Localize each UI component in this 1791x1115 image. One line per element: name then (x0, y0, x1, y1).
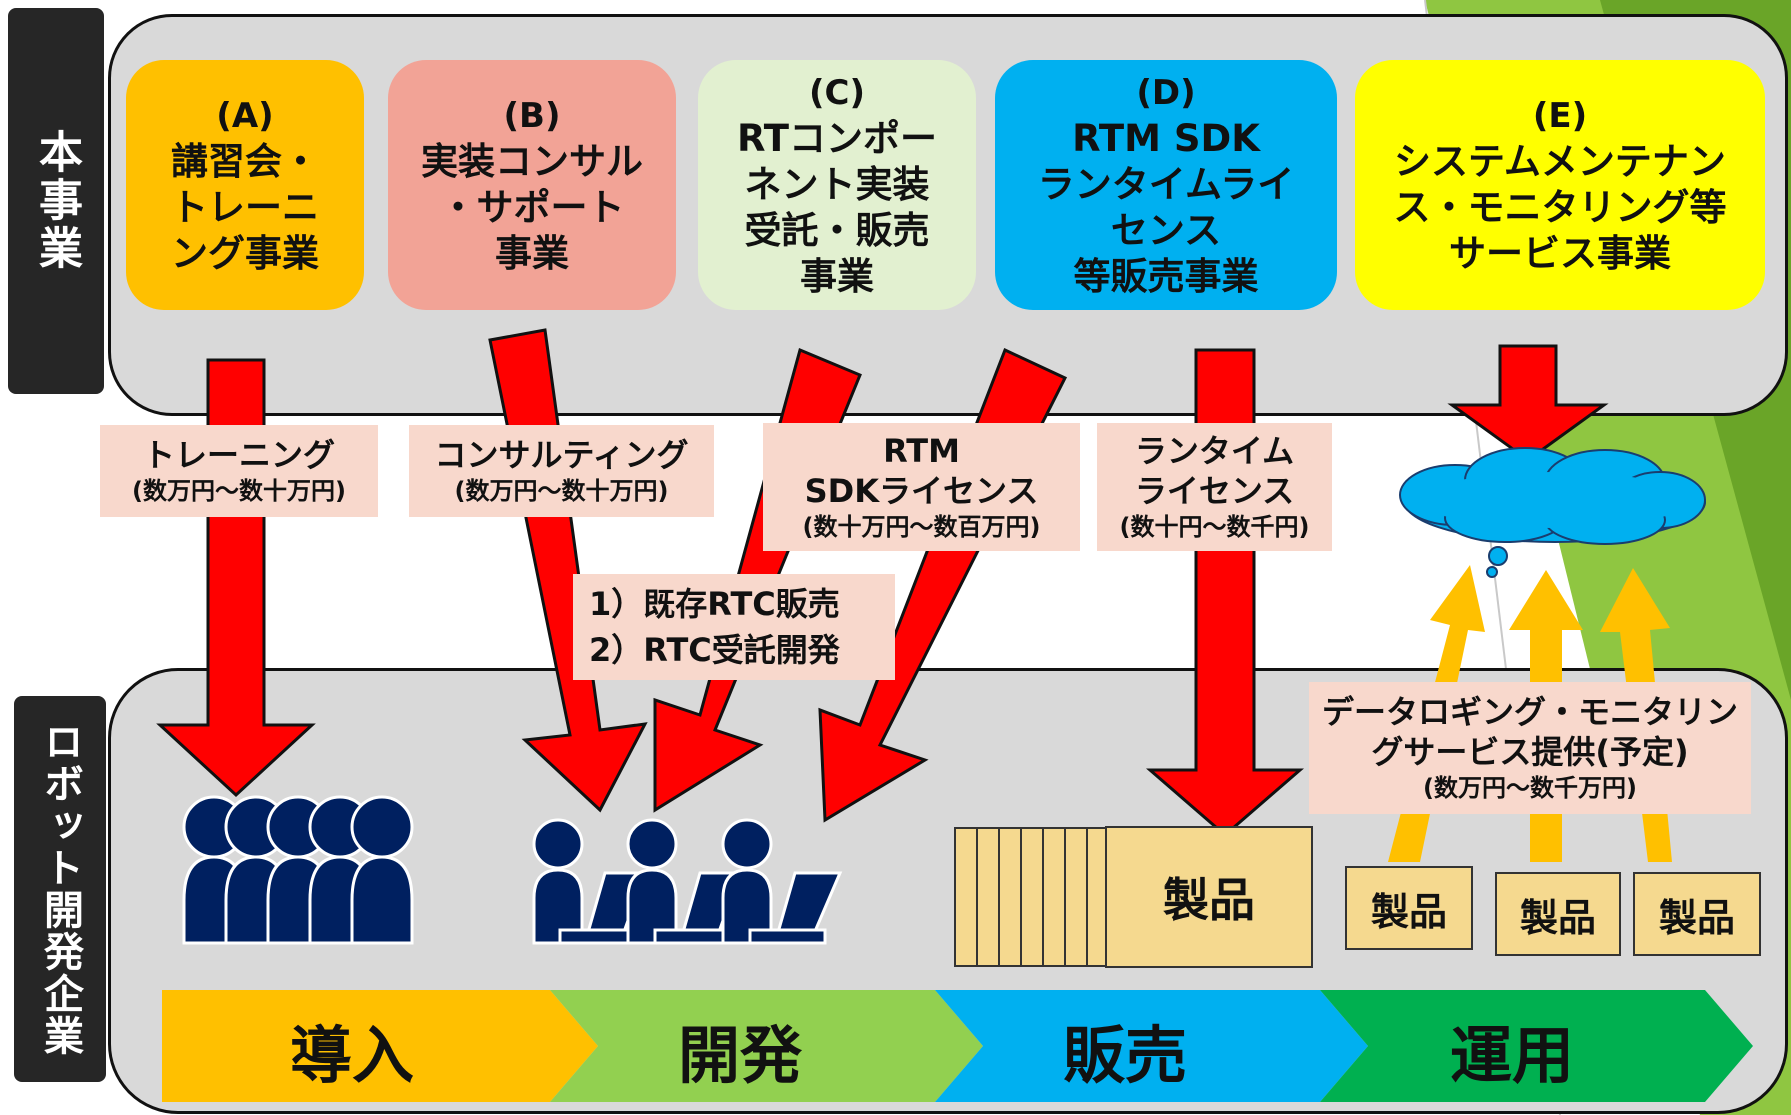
revenue-price: (数十円～数千円) (1119, 513, 1310, 541)
revenue-price: (数万円～数十万円) (454, 477, 669, 505)
revenue-title: RTM (883, 432, 960, 470)
cloud-icon (1399, 447, 1706, 578)
rtc-note-line-2: 2）RTC受託開発 (589, 631, 840, 669)
phase-arrow-sales (935, 990, 1368, 1102)
business-line: システムメンテナン (1394, 140, 1726, 183)
business-line: 受託・販売 (744, 209, 930, 252)
side-label-bottom: ロボット開発企業 (14, 696, 106, 1082)
business-line: ・サポート (439, 186, 625, 229)
revenue-price: (数十万円～数百万円) (802, 513, 1041, 541)
side-label-top: 本事業 (8, 8, 104, 394)
business-code: (D) (1136, 73, 1196, 113)
revenue-price: (数万円～数十万円) (132, 477, 346, 505)
revenue-title: ライセンス (1134, 472, 1295, 510)
phase-arrow-ops (1320, 990, 1753, 1102)
business-c: (C)RTコンポーネント実装受託・販売事業 (698, 60, 976, 310)
phase-label-ops: 運用 (1450, 1019, 1575, 1092)
revenue-consulting: コンサルティング (数万円～数十万円) (409, 425, 714, 517)
revenue-title: コンサルティング (434, 436, 689, 474)
arrow-service (1447, 344, 1609, 462)
revenue-title: トレーニング (142, 436, 335, 474)
arrow-training (156, 358, 316, 798)
business-code: (B) (503, 96, 561, 136)
business-line: 等販売事業 (1073, 255, 1259, 298)
arrow-runtime (1145, 348, 1305, 837)
phase-label-intro: 導入 (290, 1019, 415, 1092)
business-line: ス・モニタリング等 (1393, 186, 1727, 229)
business-line: RTM SDK (1072, 117, 1260, 160)
rtc-note: 1）既存RTC販売 2）RTC受託開発 (573, 574, 895, 680)
developers-icon (532, 818, 843, 945)
business-line: センス (1110, 209, 1222, 252)
product-small-3: 製品 (1633, 872, 1761, 956)
business-line: 事業 (495, 232, 569, 275)
product-main: 製品 (1105, 826, 1313, 968)
business-line: ネント実装 (744, 163, 930, 206)
product-stack-icon (954, 827, 1110, 967)
revenue-training: トレーニング (数万円～数十万円) (100, 425, 378, 517)
phase-arrow-dev (550, 990, 983, 1102)
people-group-icon (182, 795, 414, 945)
revenue-runtime-license: ランタイムライセンス (数十円～数千円) (1097, 423, 1332, 551)
revenue-title: グサービス提供(予定) (1371, 733, 1689, 771)
business-e: (E)システムメンテナンス・モニタリング等サービス事業 (1355, 60, 1765, 310)
business-b: (B)実装コンサル・サポート事業 (388, 60, 676, 310)
business-code: (C) (808, 73, 866, 113)
business-a: (A)講習会・トレーニング事業 (126, 60, 364, 310)
phase-label-dev: 開発 (678, 1019, 803, 1092)
business-line: トレーニ (171, 186, 319, 229)
business-line: 実装コンサル (421, 140, 643, 183)
rtc-note-line-1: 1）既存RTC販売 (589, 585, 840, 623)
revenue-price: (数万円～数千万円) (1423, 774, 1637, 802)
business-line: 講習会・ (171, 140, 319, 183)
business-line: RTコンポー (736, 117, 938, 160)
phase-arrow-intro (162, 990, 598, 1102)
product-small-1: 製品 (1345, 866, 1473, 950)
revenue-title: ランタイム (1134, 432, 1295, 470)
product-small-2: 製品 (1495, 872, 1621, 956)
business-code: (A) (216, 96, 274, 136)
business-line: ランタイムライ (1037, 163, 1295, 206)
business-line: 事業 (800, 255, 874, 298)
revenue-data-logging: データロギング・モニタリングサービス提供(予定) (数万円～数千万円) (1309, 682, 1751, 814)
phase-label-sales: 販売 (1063, 1019, 1188, 1092)
revenue-title: データロギング・モニタリン (1321, 693, 1738, 731)
business-code: (E) (1532, 96, 1588, 136)
business-line: サービス事業 (1449, 232, 1671, 275)
business-line: ング事業 (171, 232, 319, 275)
revenue-title: SDKライセンス (804, 472, 1039, 510)
